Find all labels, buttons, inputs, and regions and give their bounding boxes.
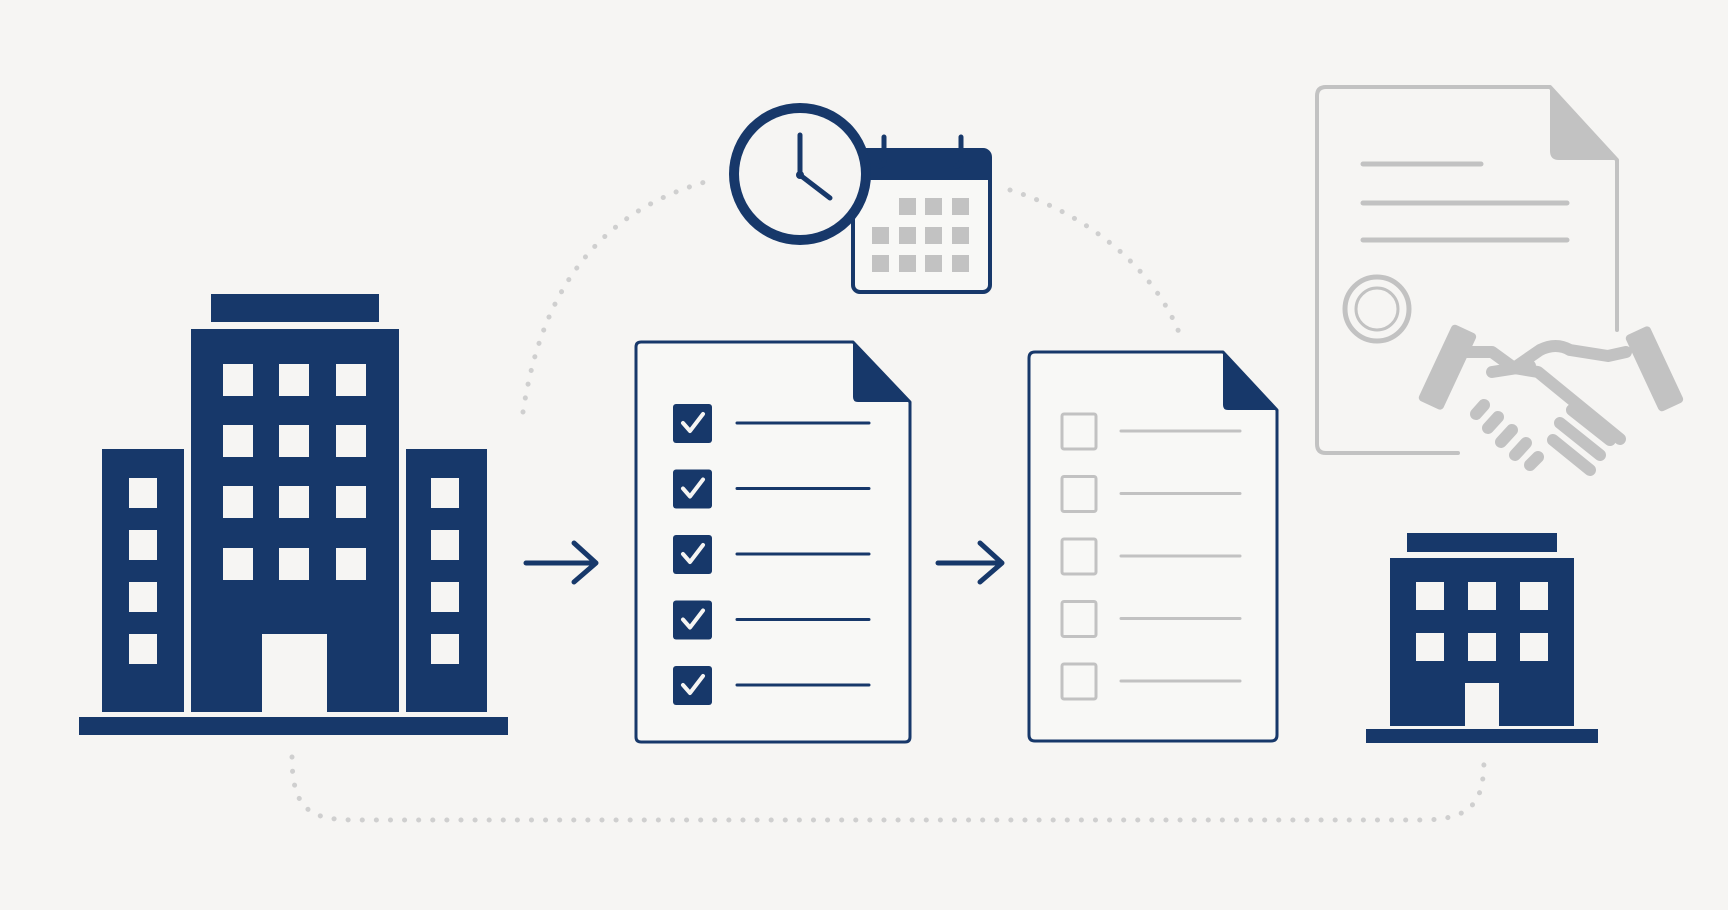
checklist-item (1060, 600, 1242, 638)
handshake-fingers (1470, 399, 1616, 476)
dotted-arc-connector (520, 179, 1183, 415)
checkmark-icon (681, 543, 705, 564)
arrow-right-icon (935, 540, 1005, 585)
arrow-right-icon (523, 540, 599, 585)
checkmark-icon (681, 608, 705, 630)
checkmark-icon (681, 412, 705, 433)
checklist-rows (1060, 412, 1242, 701)
checklist-item (673, 600, 871, 640)
checklist-item (1060, 537, 1242, 576)
completed-checklist-document-icon (634, 340, 912, 744)
checked-box-icon (673, 535, 712, 574)
checked-box-icon (673, 469, 712, 509)
clock-icon (729, 103, 871, 245)
checklist-item (673, 404, 871, 443)
contract-document-icon (1315, 85, 1619, 455)
checked-box-icon (673, 404, 712, 443)
checklist-item (673, 469, 871, 509)
checklist-rows (673, 404, 871, 705)
small-office-building-icon (1366, 533, 1598, 743)
building-windows (1416, 582, 1548, 726)
dotted-bottom-connector (289, 754, 1487, 823)
seal-icon (1342, 274, 1412, 344)
checklist-item (1060, 475, 1242, 513)
calendar-days (872, 198, 969, 272)
building-windows (129, 364, 459, 712)
handshake-icon (1418, 324, 1684, 476)
checked-box-icon (673, 600, 712, 640)
checkmark-icon (681, 477, 705, 499)
contract-text-lines (1360, 161, 1570, 243)
clock-calendar-icon (729, 103, 992, 294)
empty-box-icon (1060, 537, 1098, 576)
checkmark-icon (681, 674, 705, 695)
checklist-item (673, 666, 871, 705)
large-office-building-icon (79, 294, 508, 735)
empty-box-icon (1060, 662, 1098, 701)
checklist-item (1060, 412, 1242, 451)
calendar-icon (851, 134, 992, 294)
checklist-item (673, 535, 871, 574)
empty-box-icon (1060, 600, 1098, 638)
empty-box-icon (1060, 412, 1098, 451)
checklist-item (1060, 662, 1242, 701)
empty-box-icon (1060, 475, 1098, 513)
checked-box-icon (673, 666, 712, 705)
empty-checklist-document-icon (1027, 350, 1279, 743)
